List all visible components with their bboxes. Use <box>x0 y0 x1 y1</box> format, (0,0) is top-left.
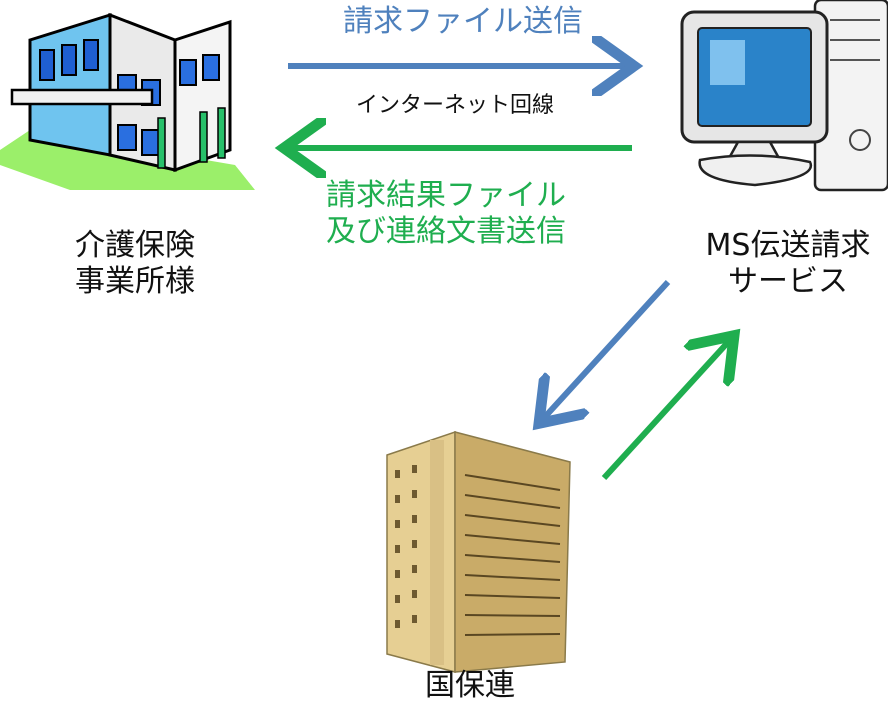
send-label: 請求ファイル送信 <box>343 4 583 39</box>
desktop-computer-icon <box>680 0 888 192</box>
service-to-federation-arrow <box>543 279 671 419</box>
high-rise-building-icon <box>386 430 571 673</box>
internet-line-label: インターネット回線 <box>355 93 554 118</box>
service-label: MS伝送請求 サービス <box>705 228 871 299</box>
federation-label: 国保連 <box>425 668 515 703</box>
office-label: 介護保険 事業所様 <box>75 228 195 299</box>
office-building-icon <box>0 12 255 190</box>
receive-label: 請求結果ファイル 及び連絡文書送信 <box>326 178 566 249</box>
federation-to-service-arrow <box>601 340 730 481</box>
